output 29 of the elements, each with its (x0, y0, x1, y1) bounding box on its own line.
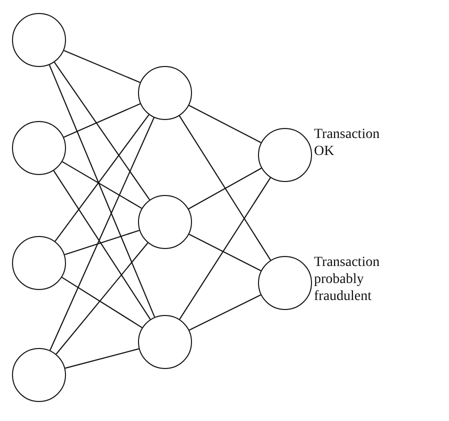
connector-line (188, 234, 262, 272)
neuron-circle (258, 128, 312, 182)
neuron-circle (138, 315, 192, 369)
neuron-circle (12, 236, 66, 290)
connector-line (64, 50, 140, 84)
connector-line (188, 168, 262, 210)
connector-line (56, 242, 148, 354)
connector-line (48, 64, 156, 318)
neuron-circle (12, 348, 66, 402)
connector-line (178, 116, 272, 260)
output-label: Transaction OK (314, 126, 381, 160)
connector-line (62, 276, 142, 328)
connector-line (54, 114, 150, 242)
neuron-circle (12, 121, 66, 175)
connector-line (54, 62, 150, 200)
neuron-circle (138, 66, 192, 120)
neuron-circle (138, 195, 192, 249)
connector-line (64, 230, 140, 256)
connector-line (64, 348, 140, 369)
connector-line (62, 161, 142, 209)
neuron-circle (258, 256, 312, 310)
connector-line (179, 177, 271, 320)
connector-line (50, 117, 154, 351)
neuron-circle (12, 13, 66, 67)
connector-line (64, 103, 140, 138)
connector-line (188, 104, 262, 144)
output-label: Transaction probably fraudulent (314, 254, 381, 305)
connector-line (53, 170, 151, 320)
connector-line (188, 294, 262, 331)
